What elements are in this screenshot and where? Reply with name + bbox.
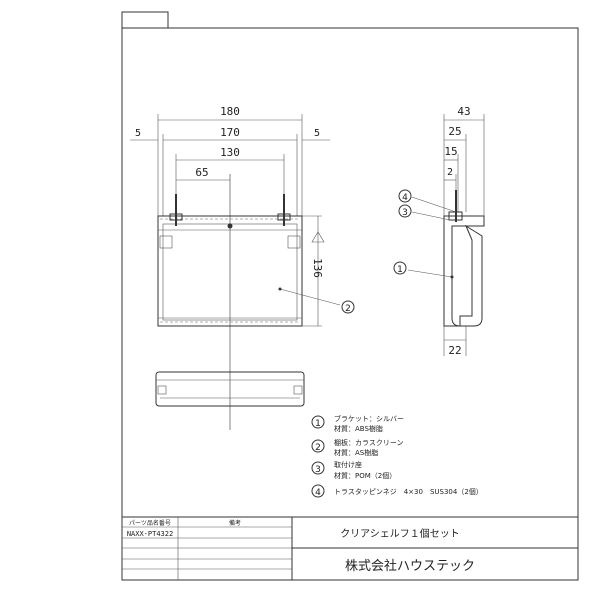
- company-name: 株式会社ハウステック: [345, 558, 475, 574]
- callout-markers: [341, 189, 412, 314]
- legend-material-3: 材質：POM（2個）: [334, 471, 396, 480]
- legend-material-2: 材質：AS樹脂: [334, 448, 378, 457]
- legend-num-3: 3: [315, 465, 321, 475]
- dim-d25: 25: [448, 125, 461, 138]
- sheet-border: [121, 27, 579, 581]
- parts-legend: [311, 415, 325, 498]
- legend-num-2: 2: [315, 443, 321, 453]
- side-view: [407, 114, 485, 356]
- dim-left-margin: 5: [135, 128, 141, 139]
- legend-name-1: ブラケット：シルバー: [334, 414, 404, 423]
- legend-num-4: 4: [315, 488, 321, 498]
- dim-hole-spacing: 130: [220, 146, 240, 159]
- front-view: [130, 114, 341, 430]
- dim-depth: 43: [457, 105, 470, 118]
- dim-d2: 2: [447, 167, 453, 178]
- shelf-body: [157, 215, 303, 327]
- corner-tab: [121, 11, 169, 29]
- legend-num-1: 1: [315, 419, 321, 429]
- legend-name-3: 取付け座: [334, 460, 362, 469]
- note-header: 備考: [229, 519, 241, 527]
- dim-overall-width: 180: [220, 105, 240, 118]
- legend-name-2: 棚板：カラスクリーン: [334, 438, 404, 447]
- bottom-view: [155, 371, 305, 407]
- marker-1: 1: [397, 265, 403, 275]
- dim-half-spacing: 65: [195, 166, 208, 179]
- dim-inner-width: 170: [220, 126, 240, 139]
- marker-4: 4: [402, 193, 408, 203]
- dim-right-margin: 5: [314, 128, 320, 139]
- dim-bottom-depth: 22: [448, 344, 461, 357]
- dim-height: 136: [311, 258, 324, 278]
- legend-name-4: トラスタッピンネジ 4×30 SUS304（2個）: [334, 487, 483, 496]
- marker-2: 2: [345, 304, 351, 314]
- legend-material-1: 材質：ABS樹脂: [334, 424, 383, 433]
- part-number-value: NAXX-PT4322: [127, 530, 173, 538]
- part-number-header: パーツ品名番号: [129, 519, 171, 527]
- product-name: クリアシェルフ１個セット: [340, 527, 460, 540]
- title-block: [122, 516, 578, 580]
- dim-d15: 15: [444, 145, 457, 158]
- marker-3: 3: [402, 208, 408, 218]
